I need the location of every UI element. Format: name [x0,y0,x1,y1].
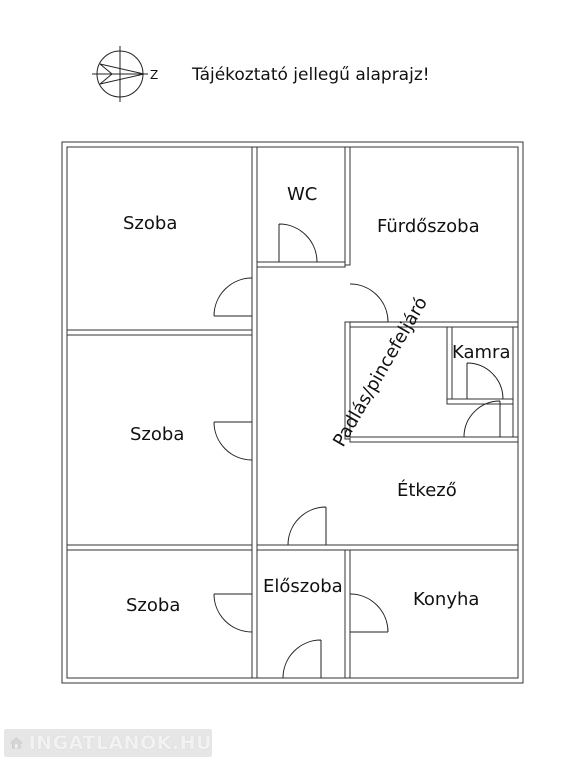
compass-icon: Z [92,46,158,102]
room-label-konyha: Konyha [413,589,479,610]
room-label-furdoszoba: Fürdőszoba [377,216,480,237]
room-label-szoba-3: Szoba [126,595,180,616]
doors [213,223,504,679]
interior-walls [66,146,519,679]
room-label-szoba-1: Szoba [123,213,177,234]
room-label-szoba-2: Szoba [130,424,184,445]
plan-title: Tájékoztató jellegű alaprajz! [191,65,430,85]
room-label-eloszoba: Előszoba [263,576,343,597]
watermark: INGATLANOK.HU [4,729,212,757]
room-label-etkezo: Étkező [397,479,457,501]
room-label-wc: WC [287,184,317,205]
compass-label: Z [150,68,158,82]
home-icon [10,737,23,749]
watermark-text: INGATLANOK.HU [28,732,212,754]
room-label-kamra: Kamra [452,342,510,363]
